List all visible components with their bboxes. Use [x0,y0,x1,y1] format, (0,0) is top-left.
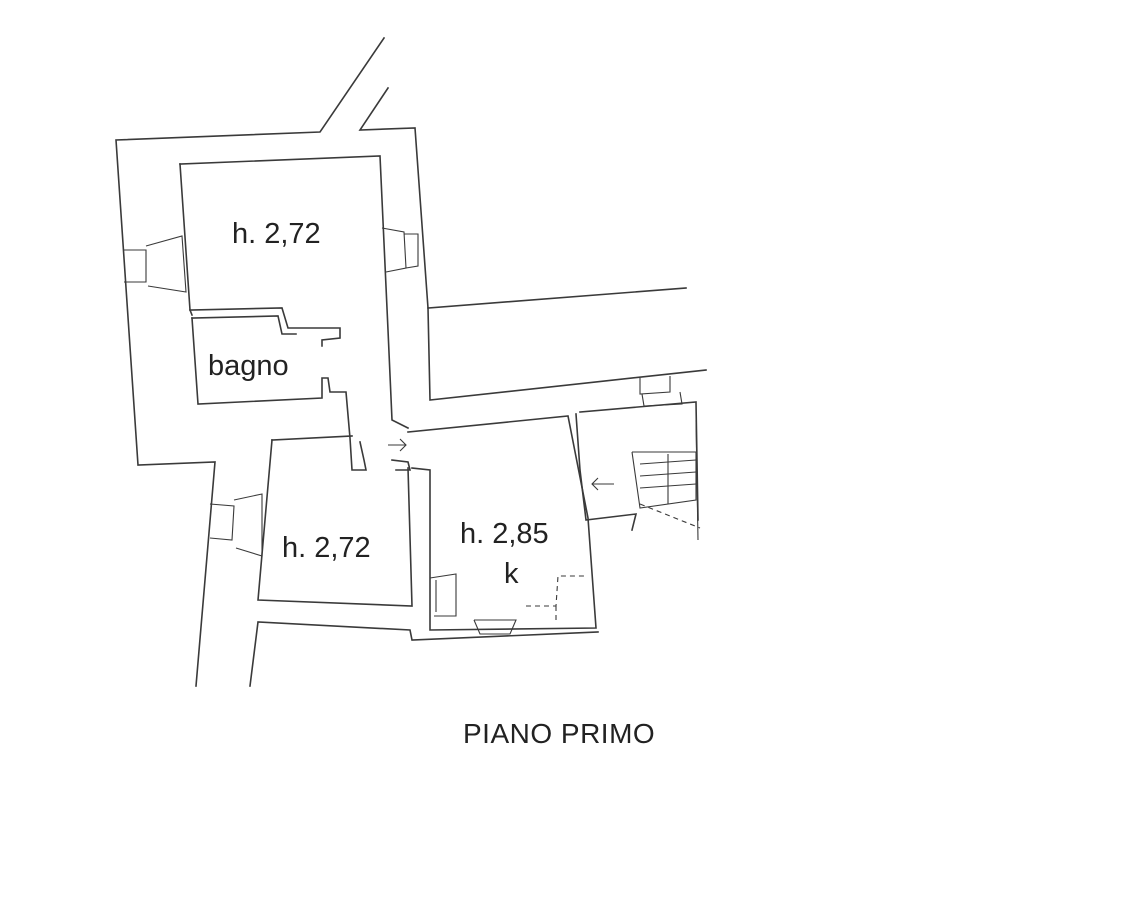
floor-label: PIANO PRIMO [463,718,655,749]
room-bottom-walls [257,435,413,607]
direction-arrows [388,438,614,491]
staircase [579,376,701,541]
outer-walls [115,36,707,687]
kitchen-label: h. 2,85 [460,518,549,550]
kitchen-walls [407,413,638,635]
room-top-walls [179,155,410,430]
room-bottom-label: h. 2,72 [282,532,371,564]
room-top-label: h. 2,72 [232,218,321,250]
bathroom-walls [191,315,367,471]
bathroom-label: bagno [208,350,289,382]
kitchen-sublabel: k [504,558,519,590]
window-niches [124,227,419,557]
